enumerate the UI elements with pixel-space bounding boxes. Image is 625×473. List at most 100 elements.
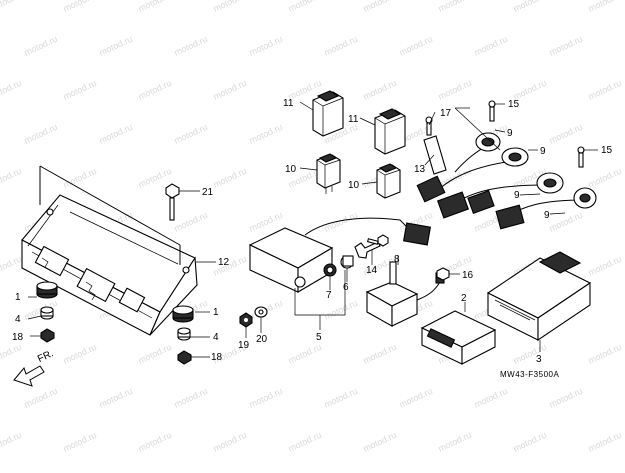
watermark-text: motod.ru	[137, 0, 173, 14]
watermark-text: motod.ru	[212, 78, 248, 102]
callout-11-left: 11	[283, 98, 294, 109]
watermark-text: motod.ru	[173, 122, 209, 146]
watermark-text: motod.ru	[0, 166, 23, 190]
watermark-text: motod.ru	[548, 210, 584, 234]
watermark-text: motod.ru	[0, 430, 23, 454]
grommet-right	[172, 305, 194, 365]
callout-12: 12	[218, 257, 230, 268]
callout-17: 17	[440, 108, 452, 119]
watermark-text: motod.ru	[248, 386, 284, 410]
callout-6: 6	[343, 282, 349, 293]
holder-2	[420, 310, 497, 365]
watermark-text: motod.ru	[362, 78, 398, 102]
watermark-text: motod.ru	[437, 430, 473, 454]
watermark-text: motod.ru	[248, 122, 284, 146]
watermark-text: motod.ru	[512, 342, 548, 366]
watermark-text: motod.ru	[287, 342, 323, 366]
callout-18-right: 18	[211, 352, 223, 363]
watermark-text: motod.ru	[323, 34, 359, 58]
watermark-text: motod.ru	[587, 342, 623, 366]
watermark-text: motod.ru	[512, 430, 548, 454]
watermark-text: motod.ru	[587, 430, 623, 454]
watermark-text: motod.ru	[287, 430, 323, 454]
watermark-text: motod.ru	[473, 34, 509, 58]
watermark-text: motod.ru	[23, 386, 59, 410]
watermark-text: motod.ru	[473, 386, 509, 410]
watermark-text: motod.ru	[212, 0, 248, 14]
watermark-text: motod.ru	[173, 210, 209, 234]
watermark-text: motod.ru	[512, 0, 548, 14]
callout-13: 13	[414, 164, 426, 175]
callout-15-right: 15	[601, 145, 613, 156]
watermark-text: motod.ru	[98, 122, 134, 146]
callout-11-right: 11	[348, 114, 359, 125]
watermark-text: motod.ru	[398, 34, 434, 58]
callout-14: 14	[366, 265, 378, 276]
watermark-text: motod.ru	[362, 342, 398, 366]
relay-10-right	[376, 163, 401, 199]
grommet-left	[36, 281, 58, 343]
watermark-text: motod.ru	[0, 0, 23, 14]
watermark-text: motod.ru	[0, 254, 23, 278]
bolt-21	[165, 183, 180, 221]
sensor-harness	[416, 100, 597, 230]
watermark-text: motod.ru	[62, 342, 98, 366]
watermark-text: motod.ru	[248, 34, 284, 58]
callout-8: 8	[394, 254, 400, 265]
watermark-text: motod.ru	[0, 78, 23, 102]
watermark-text: motod.ru	[98, 386, 134, 410]
watermark-text: motod.ru	[587, 0, 623, 14]
watermark-text: motod.ru	[587, 166, 623, 190]
watermark-text: motod.ru	[323, 386, 359, 410]
callout-4-right: 4	[213, 332, 219, 343]
watermark-text: motod.ru	[173, 34, 209, 58]
watermark-text: motod.ru	[62, 430, 98, 454]
nut-19	[239, 312, 253, 328]
callout-15-top: 15	[508, 99, 520, 110]
watermark-text: motod.ru	[437, 0, 473, 14]
ecu-unit	[21, 165, 198, 336]
watermark-text: motod.ru	[137, 342, 173, 366]
leader-lines	[27, 101, 598, 358]
callout-19: 19	[238, 340, 250, 351]
relay-10-left	[316, 153, 341, 194]
watermark-text: motod.ru	[548, 34, 584, 58]
callout-10-left: 10	[285, 164, 297, 175]
callout-10-right: 10	[348, 180, 360, 191]
washer-20	[254, 306, 268, 318]
callout-1-left: 1	[15, 292, 21, 303]
bracket-assembly-5	[248, 217, 432, 293]
watermark-text: motod.ru	[362, 0, 398, 14]
callout-18-left: 18	[12, 332, 24, 343]
callout-20: 20	[256, 334, 268, 345]
watermark-text: motod.ru	[137, 166, 173, 190]
callout-9-c: 9	[514, 190, 520, 201]
callout-labels: 1 4 18 1 4 18 21 12 11 11 10 10 13 17 15…	[12, 98, 613, 379]
watermark-text: motod.ru	[587, 78, 623, 102]
watermark-text: motod.ru	[398, 386, 434, 410]
callout-2: 2	[461, 293, 467, 304]
watermark-text: motod.ru	[137, 430, 173, 454]
relay-11-right	[374, 108, 406, 155]
watermark-text: motod.ru	[362, 430, 398, 454]
watermark-text: motod.ru	[287, 0, 323, 14]
watermark-text: motod.ru	[23, 34, 59, 58]
watermark-text: motod.ru	[437, 78, 473, 102]
watermark-text: motod.ru	[98, 34, 134, 58]
callout-5: 5	[316, 332, 322, 343]
callout-7: 7	[326, 290, 332, 301]
watermark-text: motod.ru	[62, 0, 98, 14]
front-direction-arrow-icon	[13, 365, 45, 387]
watermark-text: motod.ru	[173, 386, 209, 410]
callout-21: 21	[202, 187, 214, 198]
watermark-text: motod.ru	[212, 430, 248, 454]
watermark-text: motod.ru	[248, 210, 284, 234]
control-module-3	[486, 251, 592, 342]
watermark-text: motod.ru	[62, 78, 98, 102]
watermark-text: motod.ru	[323, 210, 359, 234]
watermark-text: motod.ru	[62, 166, 98, 190]
watermark-text: motod.ru	[548, 386, 584, 410]
watermark-text: motod.ru	[587, 254, 623, 278]
callout-9-a: 9	[507, 128, 513, 139]
callout-1-right: 1	[213, 307, 219, 318]
